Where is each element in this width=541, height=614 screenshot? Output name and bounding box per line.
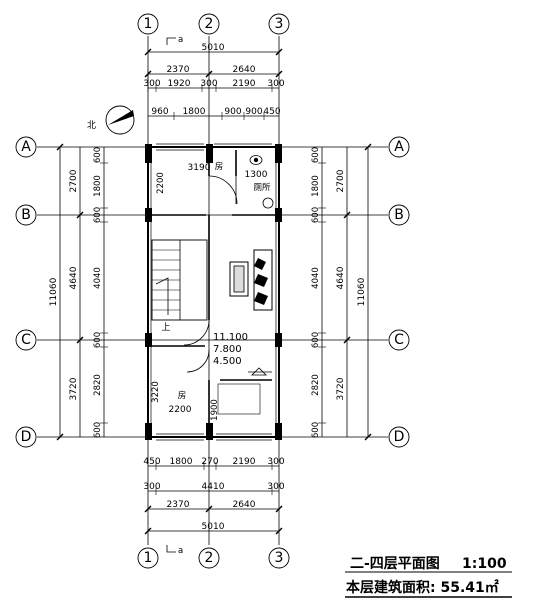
axis-label-1-bottom: 1 xyxy=(144,550,153,566)
section-mark-bottom: a xyxy=(178,546,183,556)
toilet-width: 1300 xyxy=(245,170,268,180)
bedroom-bottom-label: 房 xyxy=(178,390,187,401)
bedroom-top-depth: 2200 xyxy=(156,172,166,194)
drawing-scale: 1:100 xyxy=(462,556,507,572)
dim-left-inner-0: 600 xyxy=(93,147,103,163)
dim-right-inner-4: 600 xyxy=(311,332,321,348)
axis-label-a-right: A xyxy=(394,139,404,155)
bedroom-top-label: 房 xyxy=(215,161,224,172)
dim-left-inner-6: 600 xyxy=(93,422,103,438)
dim-left-mid-0: 2700 xyxy=(69,169,79,192)
dim-top-2-1: 2640 xyxy=(233,65,256,75)
dim-bottom-total: 5010 xyxy=(202,522,225,532)
floor-area: 本层建筑面积: 55.41㎡ xyxy=(346,579,499,596)
dim-left-inner-2: 600 xyxy=(93,207,103,223)
dim-top-total: 5010 xyxy=(202,43,225,53)
dim-bottom-1-4: 300 xyxy=(267,457,284,467)
dim-right-mid-2: 3720 xyxy=(336,377,346,400)
elevation-0: 11.100 xyxy=(213,332,248,343)
dim-bottom-1-0: 450 xyxy=(143,457,160,467)
elevation-1: 7.800 xyxy=(213,344,242,355)
dim-left-inner-4: 600 xyxy=(93,332,103,348)
dim-bottom-2-2: 300 xyxy=(267,482,284,492)
dim-top-3-0: 300 xyxy=(143,79,160,89)
axis-label-a-left: A xyxy=(21,139,31,155)
lower-dim: 1900 xyxy=(210,399,220,421)
toilet-label: 厕所 xyxy=(253,182,271,193)
dim-right-inner-6: 600 xyxy=(311,422,321,438)
dim-right-mid-0: 2700 xyxy=(336,169,346,192)
dim-top-3-4: 300 xyxy=(267,79,284,89)
axis-label-c-right: C xyxy=(394,332,404,348)
dim-left-inner-5: 2820 xyxy=(93,374,103,396)
dim-top-2-0: 2370 xyxy=(167,65,190,75)
axis-label-d-left: D xyxy=(21,429,32,445)
dim-right-inner-3: 4040 xyxy=(311,267,321,289)
dim-left-outer: 11060 xyxy=(49,277,59,306)
dim-bottom-1-1: 1800 xyxy=(170,457,193,467)
dim-top-3-1: 1920 xyxy=(168,79,191,89)
axis-label-d-right: D xyxy=(394,429,405,445)
north-label: 北 xyxy=(87,120,96,131)
dim-right-inner-1: 1800 xyxy=(311,175,321,197)
dim-top-4-0: 960 xyxy=(151,107,168,117)
dim-top-3-3: 2190 xyxy=(233,79,256,89)
dim-left-mid-1: 4640 xyxy=(69,266,79,289)
dim-right-outer: 11060 xyxy=(357,277,367,306)
axis-label-3-top: 3 xyxy=(275,16,284,32)
dim-top-4-1: 1800 xyxy=(183,107,206,117)
dim-left-inner-1: 1800 xyxy=(93,175,103,197)
dim-left-mid-2: 3720 xyxy=(69,377,79,400)
drawing-title: 二-四层平面图 xyxy=(350,556,440,572)
axis-label-b-left: B xyxy=(21,207,31,223)
dim-right-mid-1: 4640 xyxy=(336,266,346,289)
axis-label-2-bottom: 2 xyxy=(205,550,214,566)
north-indicator xyxy=(105,105,135,135)
elevation-2: 4.500 xyxy=(213,356,242,367)
bedroom-top-width: 3190 xyxy=(188,163,211,173)
dim-bottom-3-0: 2370 xyxy=(167,500,190,510)
dim-top-4-2: 900 xyxy=(224,107,241,117)
dim-left-inner-3: 4040 xyxy=(93,267,103,289)
dim-bottom-1-3: 2190 xyxy=(233,457,256,467)
bedroom-bottom-depth: 3220 xyxy=(151,381,161,403)
dim-bottom-2-1: 4410 xyxy=(202,482,225,492)
axis-label-3-bottom: 3 xyxy=(275,550,284,566)
dim-top-4-4: 450 xyxy=(263,107,280,117)
bedroom-bottom-width: 2200 xyxy=(169,405,192,415)
stair-label: 上 xyxy=(161,322,170,333)
dim-top-3-2: 300 xyxy=(200,79,217,89)
dim-top-4-3: 900 xyxy=(245,107,262,117)
dim-bottom-3-1: 2640 xyxy=(233,500,256,510)
axis-label-1-top: 1 xyxy=(144,16,153,32)
dim-right-inner-5: 2820 xyxy=(311,374,321,396)
section-mark-top: a xyxy=(178,35,183,45)
axis-label-c-left: C xyxy=(21,332,31,348)
dim-right-inner-2: 600 xyxy=(311,207,321,223)
axis-label-b-right: B xyxy=(394,207,404,223)
axis-label-2-top: 2 xyxy=(205,16,214,32)
dim-right-inner-0: 600 xyxy=(311,147,321,163)
dim-bottom-2-0: 300 xyxy=(143,482,160,492)
dim-bottom-1-2: 270 xyxy=(201,457,218,467)
